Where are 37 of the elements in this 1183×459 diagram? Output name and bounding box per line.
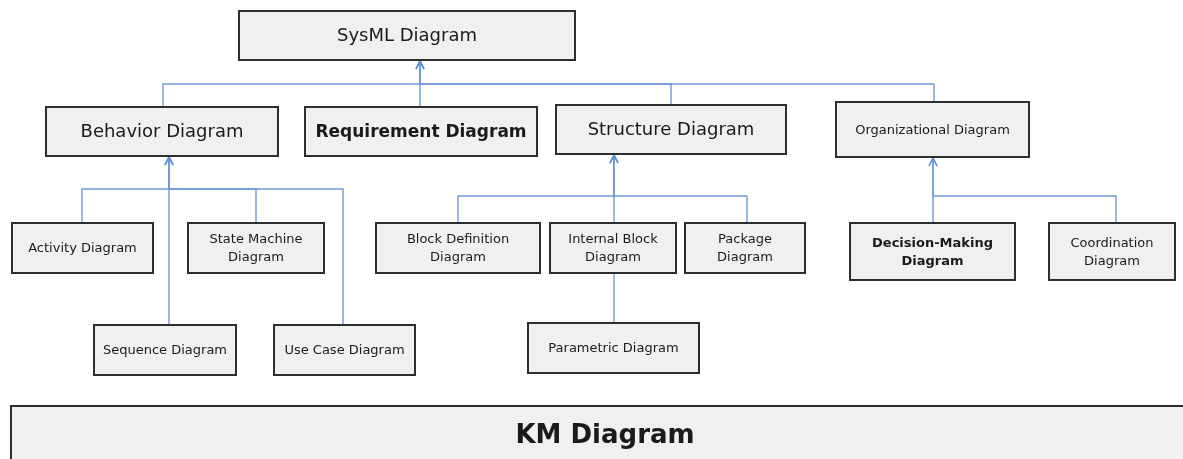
box-label: Use Case Diagram [284,341,405,359]
box-label: Structure Diagram [587,117,755,142]
diagram-box [549,222,677,274]
diagram-box [375,222,541,274]
box-label: Coordination Diagram [1069,233,1155,270]
box-label: State Machine Diagram [208,230,304,266]
box-label: Activity Diagram [28,239,137,257]
diagram-box [273,324,416,376]
diagram-box [849,222,1016,281]
box-label: Parametric Diagram [548,339,679,357]
diagram-box [238,10,576,61]
arrow [164,156,344,325]
diagram-box [11,222,154,274]
diagram-box [527,322,700,374]
box-label: Organizational Diagram [855,120,1010,139]
arrow [609,154,748,223]
arrow [928,157,1117,223]
diagram-box [45,106,279,157]
diagram-box [555,104,787,155]
arrow [415,60,935,102]
diagram-box [1048,222,1176,281]
diagram-box [93,324,237,376]
box-label: Block Definition Diagram [405,230,511,266]
diagram-box [304,106,538,157]
diagram-box [684,222,806,274]
box-label: Package Diagram [716,230,774,266]
diagram-box [10,405,1183,459]
diagram-box [187,222,325,274]
box-label: Behavior Diagram [80,119,244,144]
box-label: Sequence Diagram [102,341,228,359]
box-label: SysML Diagram [337,23,477,48]
box-label: Decision-Making Diagram [871,233,994,270]
box-label: Requirement Diagram [315,120,527,143]
diagram-box [835,101,1030,158]
box-label: Internal Block Diagram [567,230,659,266]
box-label: KM Diagram [515,418,695,452]
connector-line [613,273,615,323]
